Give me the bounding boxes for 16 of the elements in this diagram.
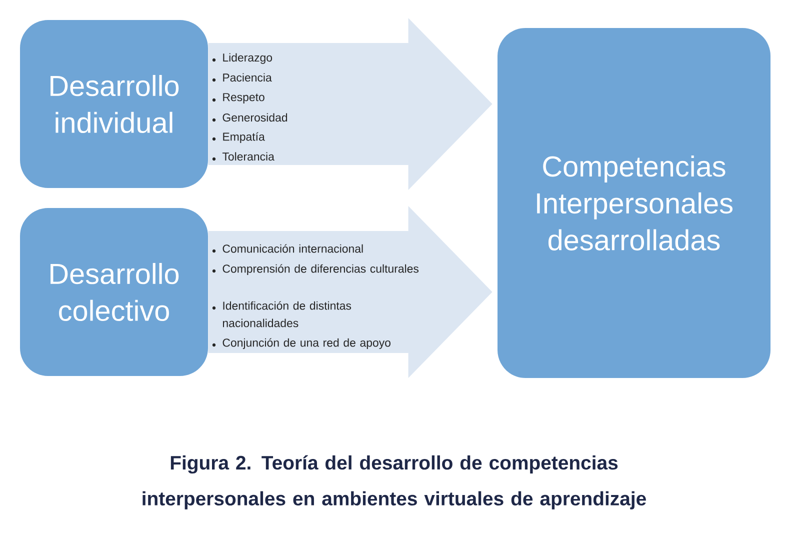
bullet-item: Liderazgo <box>212 53 272 64</box>
rounded-box: Competencias Interpersonales desarrolladas <box>498 28 770 378</box>
bullet-item: Paciencia <box>212 73 272 82</box>
bullet-item: Conjunción de una red de apoyo <box>212 338 390 349</box>
bullet-item: Tolerancia <box>212 152 274 161</box>
bullet-item: Respeto <box>212 93 264 104</box>
bullet-item: Empatía <box>212 132 265 143</box>
block-arrow <box>208 206 492 378</box>
bullet-item: Generosidad <box>212 113 288 122</box>
rounded-box: Desarrollo individual <box>20 20 208 188</box>
bullet-item: Identificación de distintas nacionalidades <box>212 301 352 328</box>
block-arrow <box>208 18 492 190</box>
bullet-item: Comprensión de diferencias culturales <box>212 264 419 275</box>
rounded-box: Desarrollo colectivo <box>20 208 208 376</box>
figure-caption: Figura 2. Teoría del desarrollo de competencias interpersonales en ambientes virtuales de aprendizaje <box>142 455 646 510</box>
bullet-item: Comunicación internacional <box>212 244 363 253</box>
